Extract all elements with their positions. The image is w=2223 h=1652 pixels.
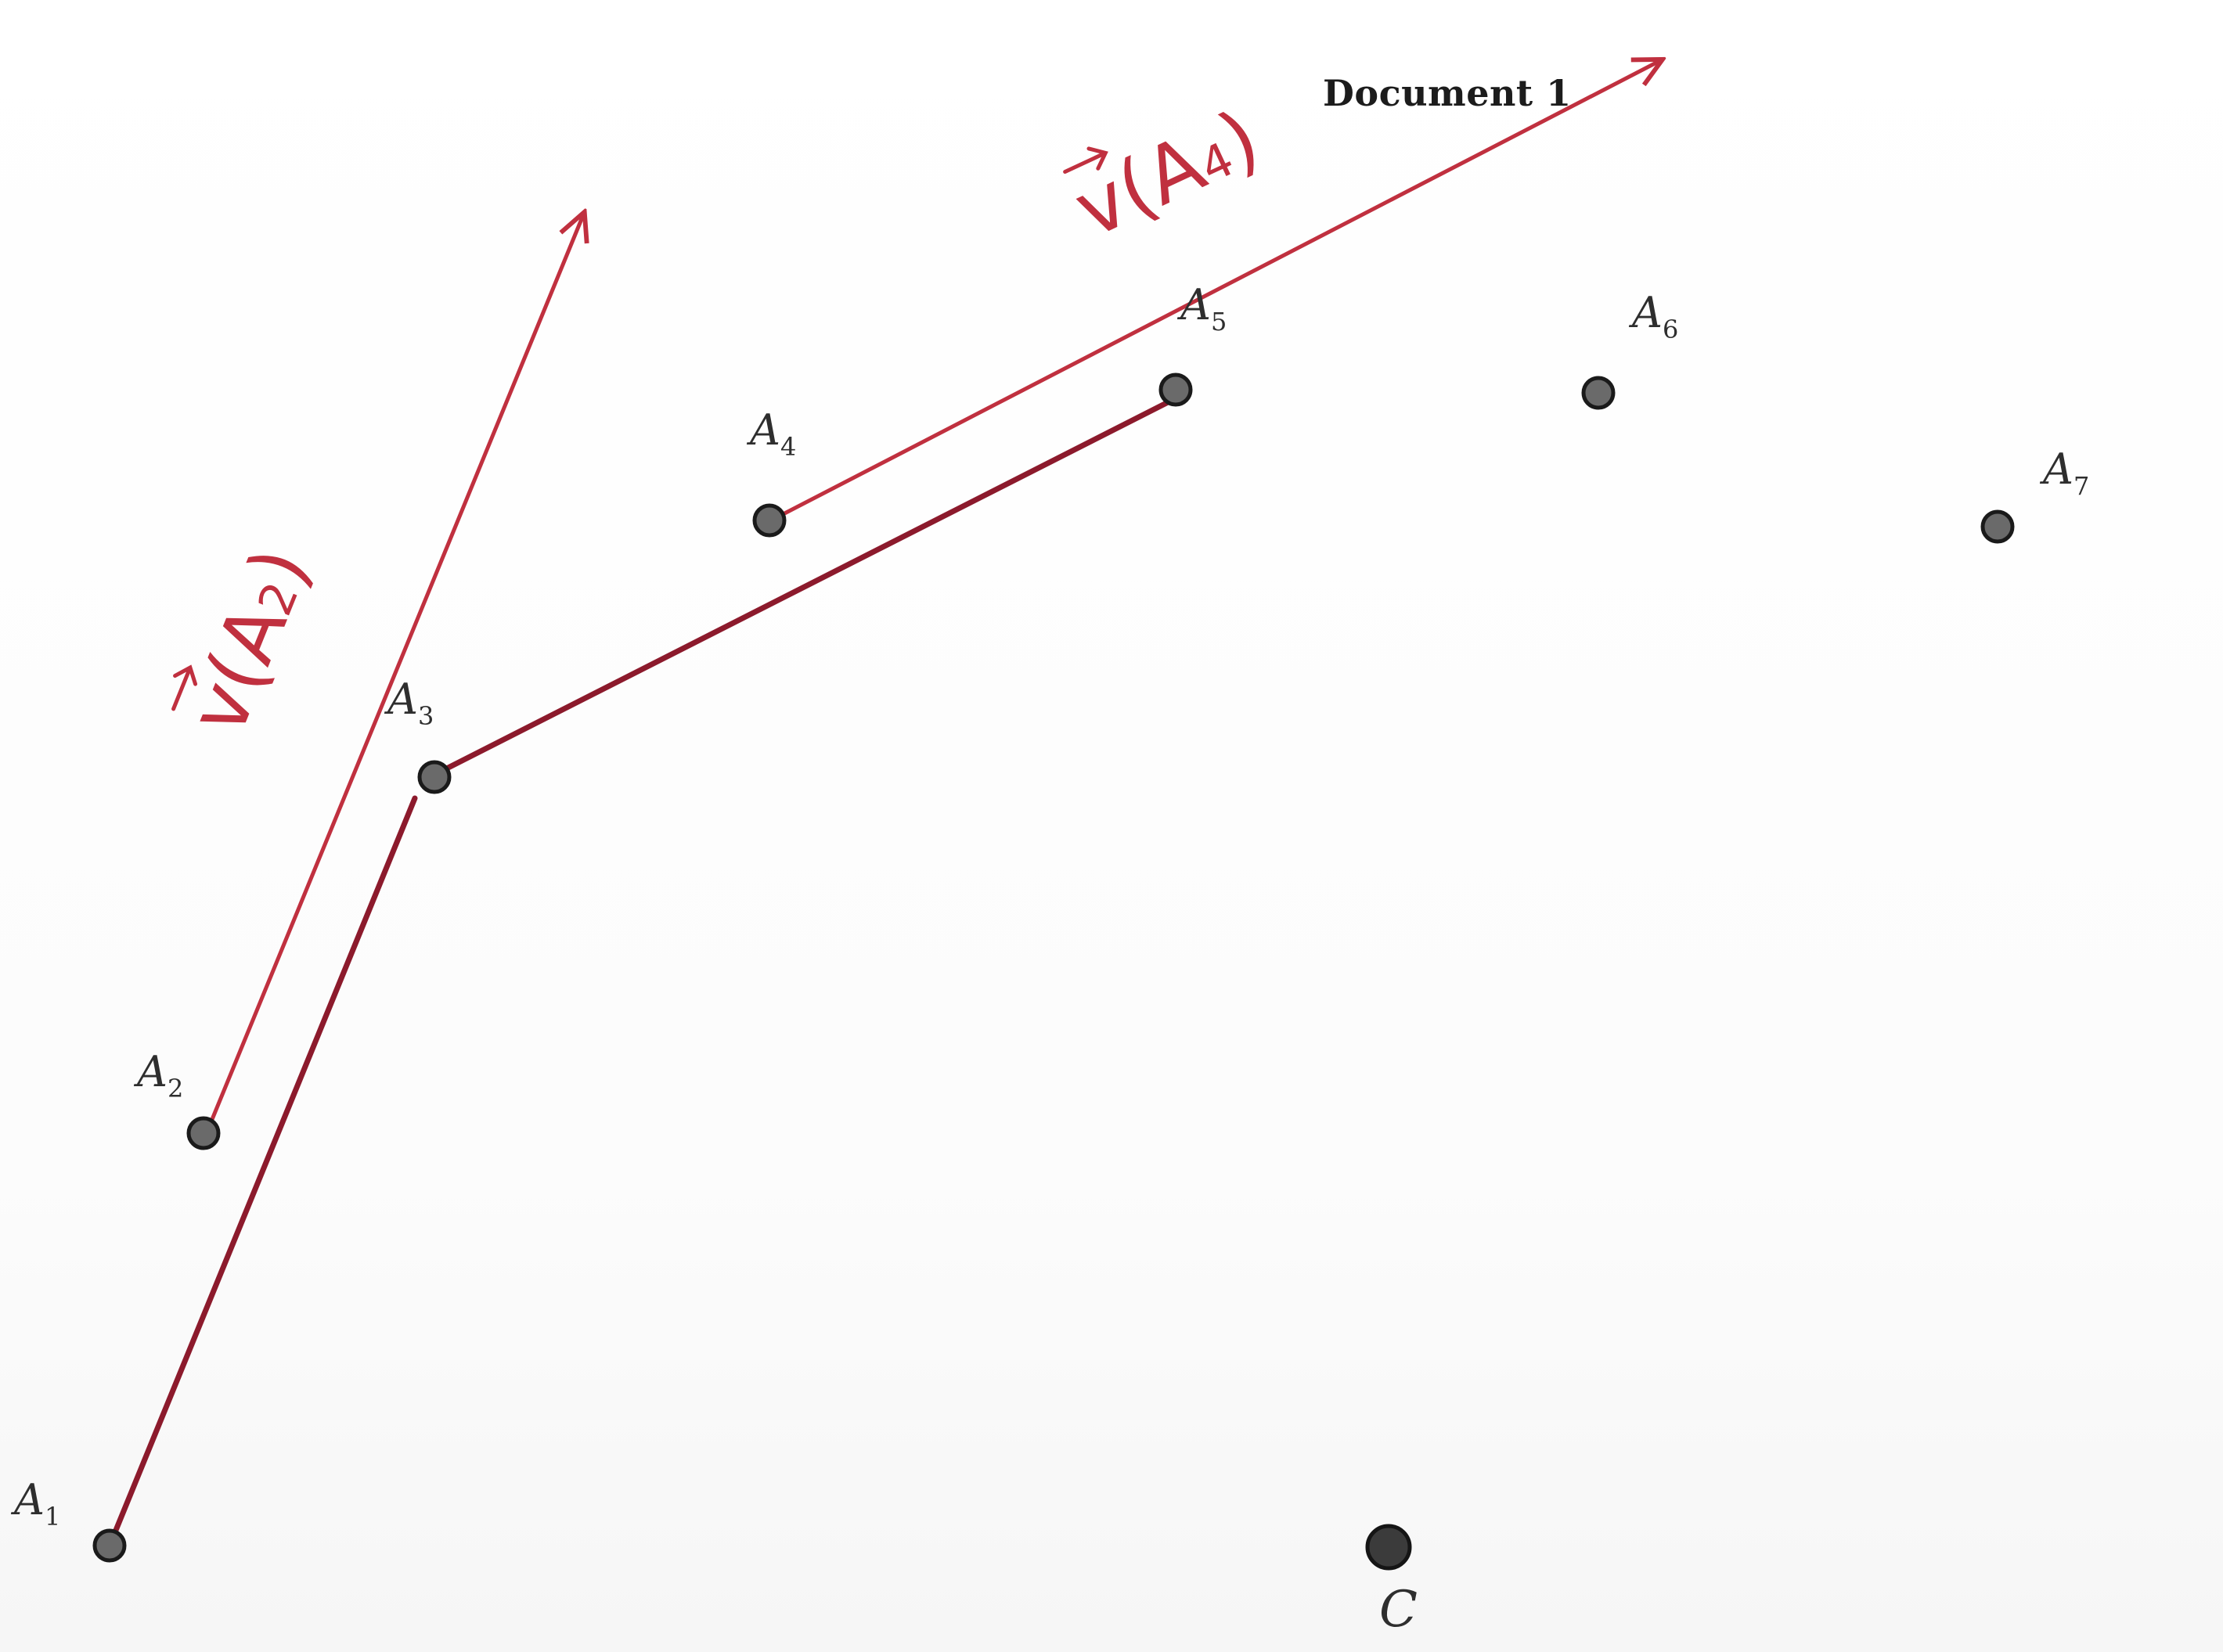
point-a7 (1980, 509, 2015, 544)
label-a3: A3 (384, 675, 434, 731)
annotation-v-a2: v(A2) (171, 535, 328, 747)
point-a4 (752, 503, 787, 538)
point-a5 (1158, 373, 1193, 407)
annotation-v-a4: v(A4) (1061, 92, 1273, 256)
label-c: C (1379, 1581, 1418, 1639)
svg-text:v(A4): v(A4) (1061, 92, 1273, 256)
label-a1: A1 (10, 1475, 60, 1531)
label-a4: A4 (746, 405, 796, 462)
document-title: Document 1 (1323, 72, 1572, 114)
trajectory-path (106, 396, 1177, 1549)
velocity-vector-a4 (769, 61, 1659, 523)
label-a2: A2 (133, 1047, 183, 1103)
label-a6: A6 (1628, 288, 1678, 344)
label-a7: A7 (2039, 444, 2089, 501)
point-a1 (92, 1528, 127, 1563)
point-c (1365, 1524, 1412, 1571)
point-a6 (1581, 376, 1616, 410)
label-a5: A5 (1176, 280, 1227, 337)
vector-arrow-icon (1063, 146, 1108, 175)
svg-text:v(A2): v(A2) (171, 535, 328, 747)
point-a3 (417, 760, 452, 794)
vector-arrow-icon (171, 664, 198, 711)
velocity-vector-a2 (205, 215, 583, 1132)
point-a2 (186, 1116, 221, 1150)
